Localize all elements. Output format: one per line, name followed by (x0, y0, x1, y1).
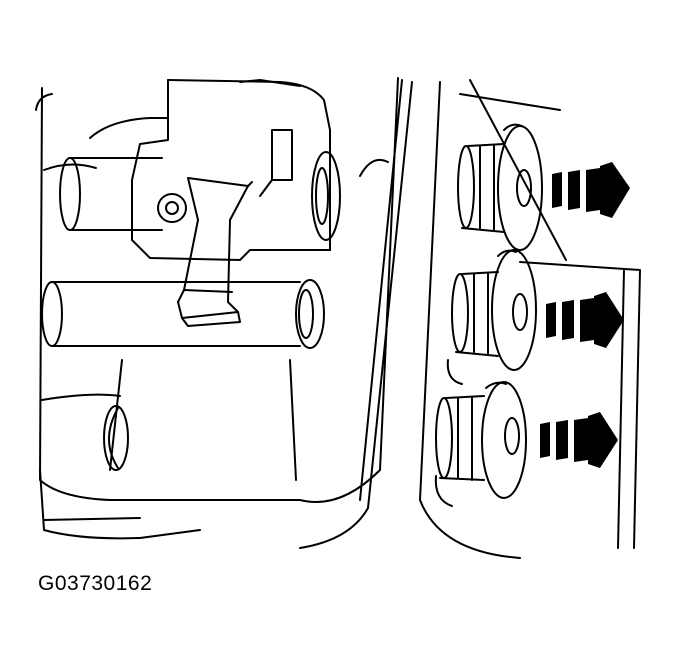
cover-plate (419, 79, 641, 559)
manual-valve-lever (131, 79, 341, 327)
plug-1 (457, 123, 543, 251)
component-diagram (35, 77, 641, 559)
valve-body (35, 77, 413, 549)
plug-2 (451, 249, 537, 371)
removal-arrow-3 (540, 412, 618, 468)
removal-arrow-2 (546, 292, 624, 348)
plug-3 (435, 381, 527, 499)
figure-id-label: G03730162 (38, 572, 153, 595)
removal-arrow-1 (552, 162, 630, 218)
